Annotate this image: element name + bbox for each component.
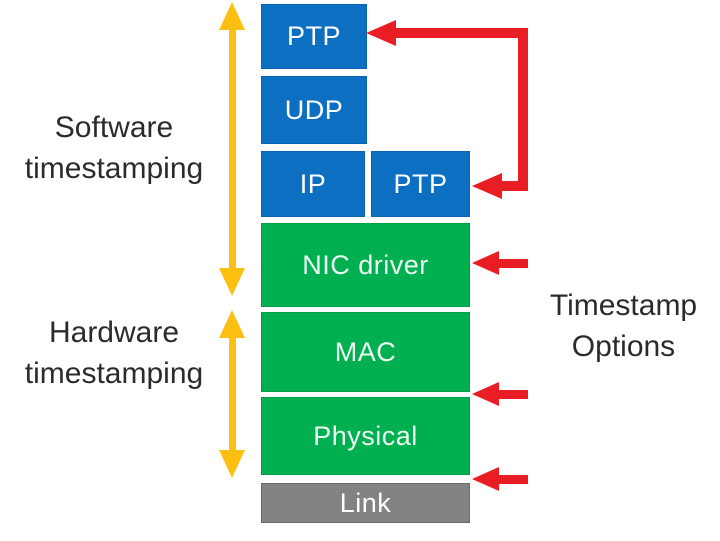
hardware-arrow-up-icon xyxy=(219,310,245,338)
arrowhead-to-ptp-application-icon xyxy=(366,20,396,46)
box-udp-label: UDP xyxy=(284,94,344,125)
hardware-arrow-down-icon xyxy=(219,450,245,478)
arrowhead-to-ptp-transport-icon xyxy=(472,173,502,199)
box-ip: IP xyxy=(261,151,365,217)
arrowhead-to-physical-link-icon xyxy=(472,467,499,491)
box-nic-driver: NIC driver xyxy=(261,223,470,307)
box-ptp-transport: PTP xyxy=(371,151,470,217)
box-physical: Physical xyxy=(261,397,470,475)
timestamp-options-line1: Timestamp xyxy=(549,289,698,322)
box-mac: MAC xyxy=(261,312,470,392)
hardware-timestamping-line2: timestamping xyxy=(24,357,204,390)
software-arrow-shaft xyxy=(229,27,236,272)
arrow-physical-link-shaft xyxy=(497,475,528,484)
box-ptp-transport-label: PTP xyxy=(393,168,448,199)
software-timestamping-line2: timestamping xyxy=(24,152,204,185)
arrow-seg-vertical xyxy=(518,28,528,191)
box-physical-label: Physical xyxy=(313,420,418,451)
software-arrow-down-icon xyxy=(219,268,245,296)
software-timestamping-label: Software timestamping xyxy=(6,107,222,189)
box-udp: UDP xyxy=(261,76,367,144)
box-mac-label: MAC xyxy=(334,336,397,367)
hardware-timestamping-line1: Hardware xyxy=(48,316,180,349)
timestamp-options-line2: Options xyxy=(571,330,676,363)
box-ptp-application-label: PTP xyxy=(286,21,341,51)
hardware-arrow-shaft xyxy=(229,335,236,453)
box-link: Link xyxy=(261,483,470,523)
arrowhead-to-nic-driver-icon xyxy=(472,251,499,275)
hardware-timestamping-label: Hardware timestamping xyxy=(6,312,222,394)
software-timestamping-line1: Software xyxy=(54,111,174,144)
box-ptp-application: PTP xyxy=(261,4,367,69)
timestamp-options-label: Timestamp Options xyxy=(527,285,720,367)
arrow-nic-driver-shaft xyxy=(497,259,528,268)
arrow-mac-physical-shaft xyxy=(497,390,528,399)
box-ip-label: IP xyxy=(299,168,327,199)
software-arrow-up-icon xyxy=(219,2,245,30)
box-nic-driver-label: NIC driver xyxy=(302,249,429,280)
arrow-seg-bottom-horizontal xyxy=(501,181,528,191)
box-link-label: Link xyxy=(339,487,392,518)
arrow-seg-top-horizontal xyxy=(394,28,528,38)
arrowhead-to-mac-physical-icon xyxy=(472,382,499,406)
